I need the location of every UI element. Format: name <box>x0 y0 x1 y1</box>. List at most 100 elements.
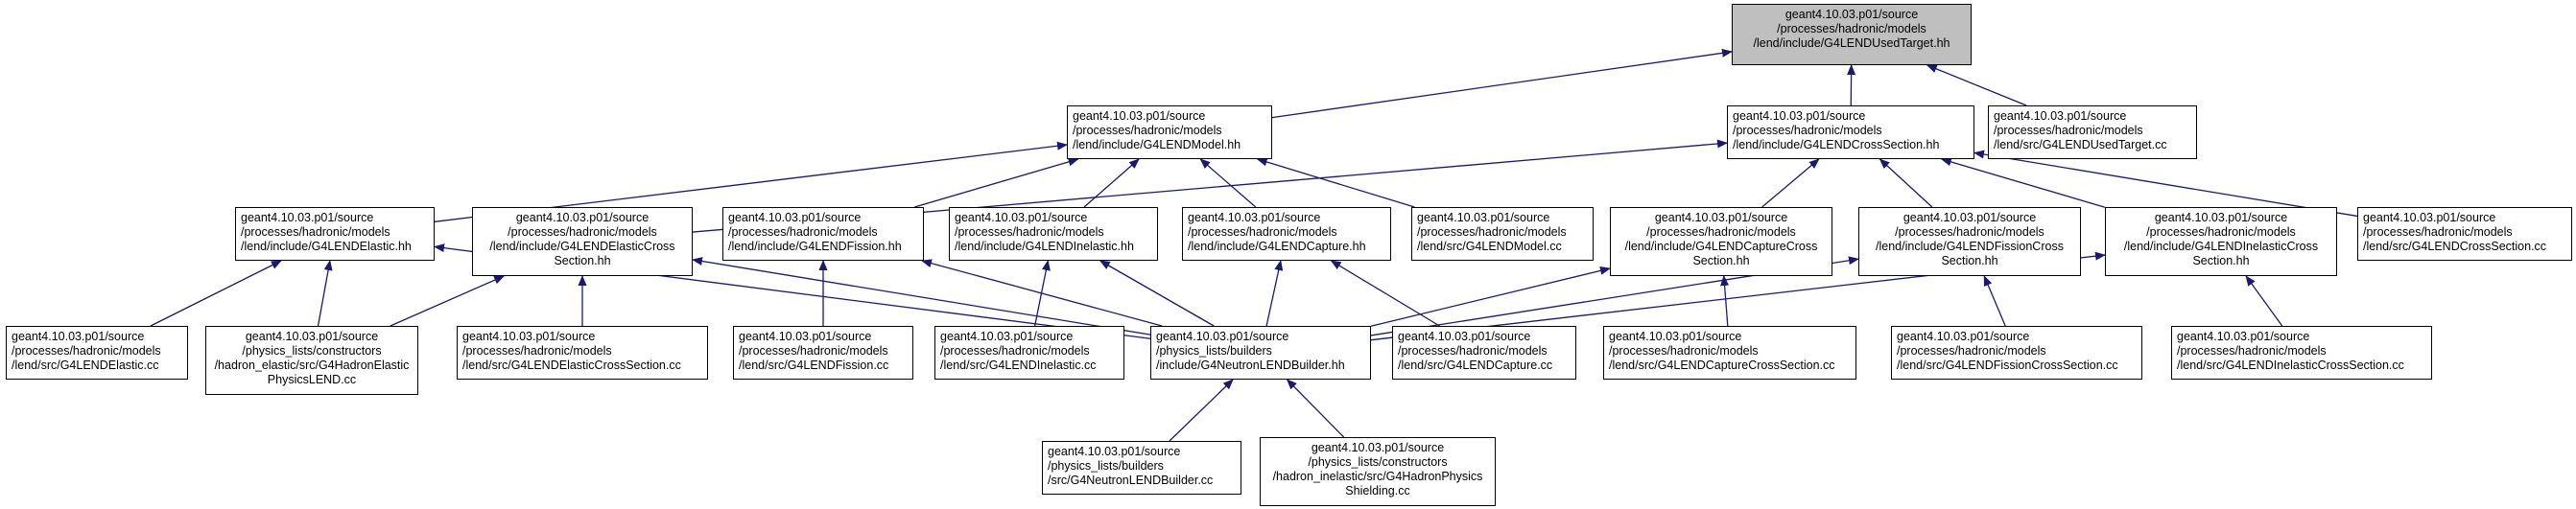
edge-n7-to-n1 <box>1083 158 1140 208</box>
node-line: /processes/hadronic/models <box>1895 225 2044 239</box>
node-line: /physics_lists/builders <box>1048 459 1164 473</box>
node-line: /physics_lists/constructors <box>1308 455 1448 469</box>
node-line: /lend/src/G4LENDModel.cc <box>1417 240 1562 253</box>
node-line: /processes/hadronic/models <box>1398 344 1548 358</box>
node-g4hadronphysicsshielding-cc[interactable]: geant4.10.03.p01/source /physics_lists/c… <box>1260 437 1496 506</box>
node-g4lendelasticcrosssection-hh[interactable]: geant4.10.03.p01/source /processes/hadro… <box>472 207 693 276</box>
node-line: /processes/hadronic/models <box>728 225 878 239</box>
node-g4lendmodel-cc[interactable]: geant4.10.03.p01/source /processes/hadro… <box>1411 207 1594 261</box>
edge-n3-to-n0 <box>1926 64 2027 106</box>
node-line: /hadron_elastic/src/G4HadronElastic <box>214 359 410 372</box>
node-line: /lend/src/G4LENDCrossSection.cc <box>2363 240 2547 253</box>
node-line: Section.hh <box>554 254 611 267</box>
node-line: /lend/src/G4LENDFission.cc <box>739 359 889 372</box>
node-line: geant4.10.03.p01/source <box>1897 330 2030 343</box>
node-g4lendinelasticcrosssection-hh[interactable]: geant4.10.03.p01/source /processes/hadro… <box>2105 207 2337 276</box>
node-g4lendmodel-hh[interactable]: geant4.10.03.p01/source /processes/hadro… <box>1067 105 1272 159</box>
node-line: /processes/hadronic/models <box>739 344 888 358</box>
node-line: geant4.10.03.p01/source <box>462 330 596 343</box>
node-line: /processes/hadronic/models <box>1188 225 1337 239</box>
node-line: geant4.10.03.p01/source <box>12 330 145 343</box>
edge-n18-to-n7 <box>1034 260 1051 327</box>
node-g4lendusedtarget-cc[interactable]: geant4.10.03.p01/source /processes/hadro… <box>1988 105 2197 159</box>
node-g4neutronlendbuilder-hh[interactable]: geant4.10.03.p01/source /physics_lists/b… <box>1150 326 1371 380</box>
node-g4lendinelastic-cc[interactable]: geant4.10.03.p01/source /processes/hadro… <box>934 326 1124 380</box>
node-line: geant4.10.03.p01/source <box>1733 109 1866 123</box>
node-line: PhysicsLEND.cc <box>267 373 357 386</box>
node-line: /processes/hadronic/models <box>462 344 612 358</box>
node-g4lendfission-hh[interactable]: geant4.10.03.p01/source /processes/hadro… <box>722 207 924 261</box>
node-line: geant4.10.03.p01/source <box>1188 211 1321 224</box>
node-line: geant4.10.03.p01/source <box>1994 109 2127 123</box>
node-line: /lend/include/G4LENDInelastic.hh <box>955 240 1134 253</box>
node-line: /processes/hadronic/models <box>955 225 1104 239</box>
node-line: /processes/hadronic/models <box>940 344 1090 358</box>
edge-n9-to-n1 <box>1256 157 1415 208</box>
node-line: geant4.10.03.p01/source <box>1417 211 1550 224</box>
node-line: /lend/src/G4LENDElastic.cc <box>12 359 159 372</box>
edge-n15-to-n5 <box>390 275 506 327</box>
node-line: /processes/hadronic/models <box>2363 225 2513 239</box>
node-line: /physics_lists/builders <box>1156 344 1272 358</box>
edge-n19-to-n7 <box>1099 260 1215 327</box>
node-g4lendelasticcrosssection-cc[interactable]: geant4.10.03.p01/source /processes/hadro… <box>457 326 708 380</box>
dependency-edges <box>150 48 2358 442</box>
node-g4lendcrosssection-cc[interactable]: geant4.10.03.p01/source /processes/hadro… <box>2357 207 2572 261</box>
node-g4lendfission-cc[interactable]: geant4.10.03.p01/source /processes/hadro… <box>733 326 913 380</box>
node-line: /processes/hadronic/models <box>2146 225 2296 239</box>
node-line: geant4.10.03.p01/source <box>1156 330 1289 343</box>
node-line: /processes/hadronic/models <box>508 225 657 239</box>
edge-n19-to-n8 <box>1265 260 1284 327</box>
node-g4lendcapture-cc[interactable]: geant4.10.03.p01/source /processes/hadro… <box>1392 326 1576 380</box>
edge-n13-to-n2 <box>1973 150 2358 218</box>
node-line: /lend/include/G4LENDUsedTarget.hh <box>1753 36 1950 50</box>
node-g4neutronlendbuilder-cc[interactable]: geant4.10.03.p01/source /physics_lists/b… <box>1042 441 1241 495</box>
node-g4lendcrosssection-hh[interactable]: geant4.10.03.p01/source /processes/hadro… <box>1727 105 1974 159</box>
node-g4lendfissioncrosssection-hh[interactable]: geant4.10.03.p01/source /processes/hadro… <box>1858 207 2081 276</box>
node-line: /lend/include/G4LENDInelasticCross <box>2123 240 2319 253</box>
node-line: geant4.10.03.p01/source <box>241 211 374 224</box>
edge-n23-to-n12 <box>2245 275 2283 327</box>
node-g4lendinelastic-hh[interactable]: geant4.10.03.p01/source /processes/hadro… <box>949 207 1158 261</box>
node-line: Shielding.cc <box>1345 484 1410 497</box>
node-line: /lend/src/G4LENDFissionCrossSection.cc <box>1897 359 2118 372</box>
node-g4lendcapturecrosssection-hh[interactable]: geant4.10.03.p01/source /processes/hadro… <box>1610 207 1832 276</box>
node-line: geant4.10.03.p01/source <box>2177 330 2310 343</box>
edge-n22-to-n11 <box>1983 275 2006 327</box>
node-g4lendelastic-cc[interactable]: geant4.10.03.p01/source /processes/hadro… <box>6 326 188 380</box>
node-line: geant4.10.03.p01/source <box>1784 8 1919 21</box>
node-line: /processes/hadronic/models <box>1897 344 2046 358</box>
node-line: /lend/include/G4LENDFissionCross <box>1876 240 2064 253</box>
node-line: geant4.10.03.p01/source <box>1311 441 1445 454</box>
node-line: /processes/hadronic/models <box>241 225 390 239</box>
node-line: /include/G4NeutronLENDBuilder.hh <box>1156 359 1345 372</box>
node-g4lendinelasticcrosssection-cc[interactable]: geant4.10.03.p01/source /processes/hadro… <box>2171 326 2432 380</box>
node-line: geant4.10.03.p01/source <box>1048 445 1181 458</box>
node-line: /hadron_inelastic/src/G4HadronPhysics <box>1272 470 1483 483</box>
node-line: /lend/src/G4LENDInelasticCrossSection.cc <box>2177 359 2404 372</box>
node-g4lendcapture-hh[interactable]: geant4.10.03.p01/source /processes/hadro… <box>1182 207 1391 261</box>
node-line: geant4.10.03.p01/source <box>2363 211 2496 224</box>
edge-n12-to-n2 <box>1940 157 2106 208</box>
node-line: Section.hh <box>1941 254 1998 267</box>
node-line: geant4.10.03.p01/source <box>245 330 379 343</box>
edge-n10-to-n2 <box>1761 158 1820 208</box>
node-line: /physics_lists/constructors <box>242 344 382 358</box>
node-line: /lend/src/G4LENDCapture.cc <box>1398 359 1553 372</box>
node-line: geant4.10.03.p01/source <box>515 211 650 224</box>
node-g4lendelastic-hh[interactable]: geant4.10.03.p01/source /processes/hadro… <box>235 207 435 261</box>
node-line: geant4.10.03.p01/source <box>739 330 872 343</box>
node-g4lendusedtarget-hh[interactable]: geant4.10.03.p01/source /processes/hadro… <box>1732 4 1972 65</box>
node-g4hadronelasticphysicslend-cc[interactable]: geant4.10.03.p01/source /physics_lists/c… <box>205 326 418 395</box>
node-line: geant4.10.03.p01/source <box>955 211 1088 224</box>
edge-n14-to-n4 <box>150 260 282 327</box>
node-line: geant4.10.03.p01/source <box>1398 330 1531 343</box>
node-g4lendcapturecrosssection-cc[interactable]: geant4.10.03.p01/source /processes/hadro… <box>1603 326 1856 380</box>
node-line: /lend/src/G4LENDCaptureCrossSection.cc <box>1609 359 1835 372</box>
node-line: geant4.10.03.p01/source <box>940 330 1074 343</box>
node-line: /processes/hadronic/models <box>1777 22 1926 35</box>
node-g4lendfissioncrosssection-cc[interactable]: geant4.10.03.p01/source /processes/hadro… <box>1891 326 2142 380</box>
node-line: /processes/hadronic/models <box>2177 344 2327 358</box>
node-line: geant4.10.03.p01/source <box>2154 211 2288 224</box>
